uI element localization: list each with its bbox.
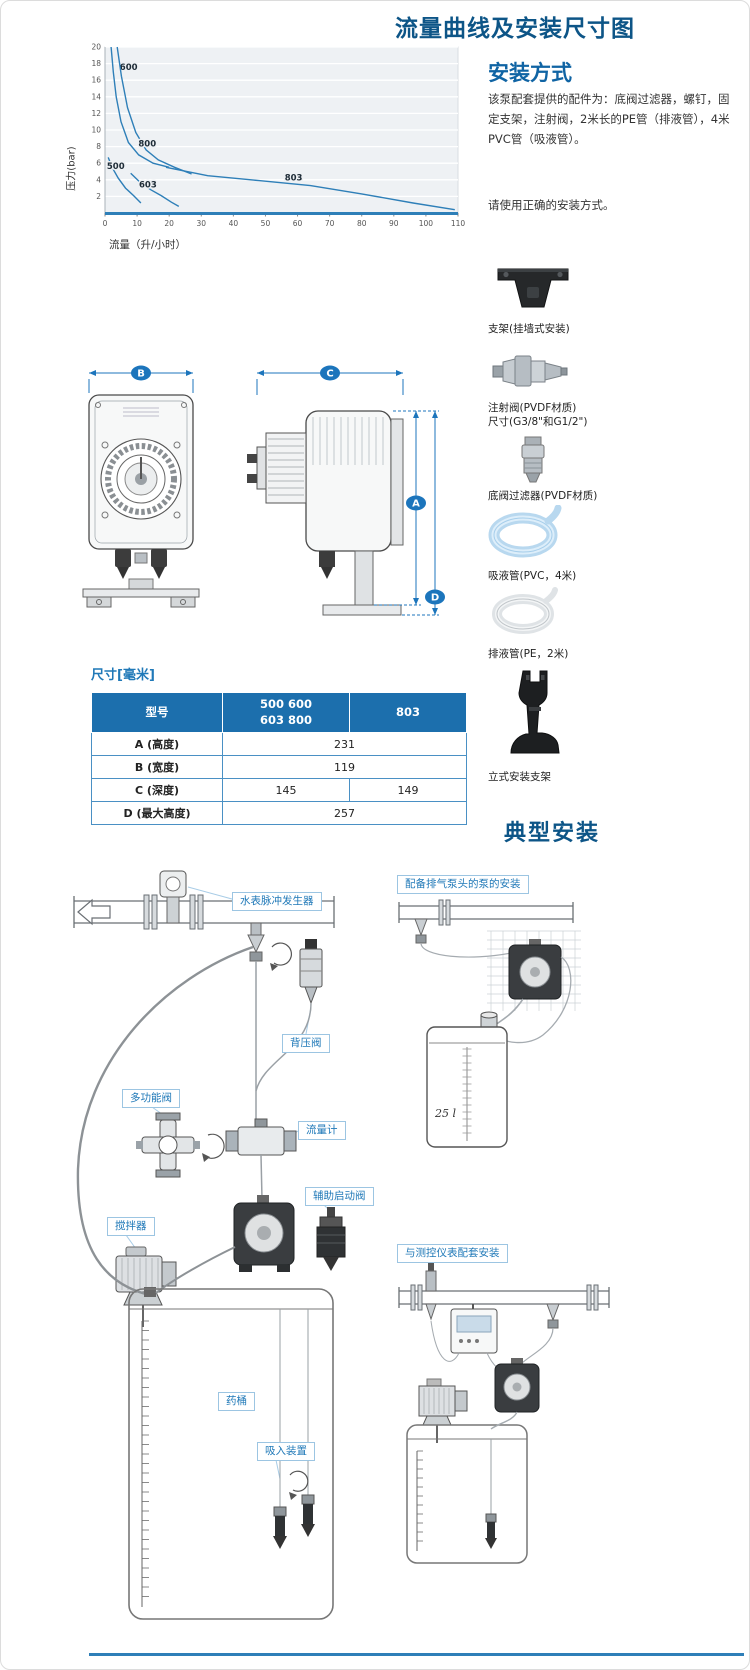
label-multi-function-valve: 多功能阀 bbox=[122, 1089, 180, 1108]
label-chemical-tank: 药桶 bbox=[218, 1392, 255, 1411]
table-row-d: D (最大高度) 257 bbox=[91, 801, 467, 826]
svg-text:803: 803 bbox=[285, 174, 303, 184]
col-header-model: 型号 bbox=[91, 691, 223, 734]
install-note-text: 请使用正确的安装方式。 bbox=[488, 198, 615, 212]
row-label-c: C (深度) bbox=[91, 778, 223, 803]
row-value-b: 119 bbox=[222, 755, 467, 780]
dim-label-b: B bbox=[137, 369, 145, 380]
svg-text:30: 30 bbox=[196, 219, 206, 228]
svg-text:6: 6 bbox=[96, 159, 101, 168]
row-value-c1: 145 bbox=[222, 778, 350, 803]
injection-valve-caption-2: 尺寸(G3/8"和G1/2") bbox=[488, 416, 588, 428]
wall-bracket-image bbox=[497, 268, 569, 308]
typical-installation-diagram bbox=[73, 870, 346, 1620]
svg-text:40: 40 bbox=[229, 219, 239, 228]
row-label-a: A (高度) bbox=[91, 732, 223, 757]
svg-text:14: 14 bbox=[91, 92, 101, 101]
table-row-a: A (高度) 231 bbox=[91, 732, 467, 757]
svg-text:16: 16 bbox=[91, 76, 101, 85]
wall-bracket-caption: 支架(挂墙式安装) bbox=[488, 323, 570, 335]
page-title: 流量曲线及安装尺寸图 bbox=[395, 16, 635, 42]
row-value-d: 257 bbox=[222, 801, 467, 826]
svg-text:8: 8 bbox=[96, 142, 101, 151]
col-header-group1: 500 600 603 800 bbox=[222, 691, 350, 734]
svg-text:90: 90 bbox=[389, 219, 399, 228]
svg-text:100: 100 bbox=[419, 219, 434, 228]
row-label-b: B (宽度) bbox=[91, 755, 223, 780]
right-installation-diagrams: 25 l bbox=[398, 899, 610, 1564]
footer-rule bbox=[89, 1653, 744, 1656]
tank-volume-label: 25 l bbox=[434, 1107, 456, 1120]
svg-text:70: 70 bbox=[325, 219, 335, 228]
col-header-group2: 803 bbox=[349, 691, 467, 734]
svg-text:10: 10 bbox=[91, 126, 101, 135]
dimensions-table: 型号 500 600 603 800 803 A (高度) 231 B (宽度)… bbox=[91, 691, 467, 826]
table-row-b: B (宽度) 119 bbox=[91, 755, 467, 780]
svg-text:60: 60 bbox=[293, 219, 303, 228]
svg-text:80: 80 bbox=[357, 219, 367, 228]
injection-valve-image bbox=[492, 355, 568, 387]
label-back-pressure-valve: 背压阀 bbox=[282, 1034, 330, 1053]
install-intro-text: 该泵配套提供的配件为：底阀过滤器，螺钉，固定支架，注射阀，2米长的PE管（排液管… bbox=[488, 92, 730, 147]
svg-text:4: 4 bbox=[96, 175, 101, 184]
svg-text:20: 20 bbox=[164, 219, 174, 228]
label-suction-device: 吸入装置 bbox=[257, 1442, 315, 1461]
foot-valve-filter-caption: 底阀过滤器(PVDF材质) bbox=[488, 490, 598, 502]
label-mixer: 搅拌器 bbox=[107, 1217, 155, 1236]
discharge-tube-caption: 排液管(PE，2米) bbox=[488, 648, 569, 660]
section-title-install: 安装方式 bbox=[488, 61, 572, 85]
suction-tube-image bbox=[488, 505, 562, 558]
svg-text:0: 0 bbox=[103, 219, 108, 228]
svg-text:20: 20 bbox=[91, 43, 101, 52]
svg-text:603: 603 bbox=[139, 180, 157, 190]
svg-text:600: 600 bbox=[120, 63, 138, 73]
svg-text:10: 10 bbox=[132, 219, 142, 228]
chart-plot-area: 2 4 6 8 10 12 14 16 18 20 0 10 20 30 40 50 60 70 80 90 100 11… bbox=[91, 43, 466, 229]
svg-text:18: 18 bbox=[91, 59, 101, 68]
label-instrument-install: 与测控仪表配套安装 bbox=[397, 1244, 508, 1263]
dim-label-d: D bbox=[431, 593, 439, 604]
section-title-typical-install: 典型安装 bbox=[504, 821, 601, 846]
pump-dimension-drawings: B C bbox=[82, 365, 445, 616]
svg-text:50: 50 bbox=[261, 219, 271, 228]
dimensions-heading: 尺寸[毫米] bbox=[91, 668, 155, 683]
svg-text:2: 2 bbox=[96, 192, 101, 201]
table-row-c: C (深度) 145 149 bbox=[91, 778, 467, 803]
floor-stand-caption: 立式安装支架 bbox=[488, 771, 551, 783]
svg-text:110: 110 bbox=[451, 219, 466, 228]
discharge-tube-image bbox=[492, 587, 558, 634]
svg-text:500: 500 bbox=[107, 162, 125, 172]
row-value-a: 231 bbox=[222, 732, 467, 757]
label-flow-meter: 流量计 bbox=[298, 1121, 346, 1140]
foot-valve-filter-image bbox=[521, 436, 545, 483]
label-aux-start-valve: 辅助启动阀 bbox=[305, 1187, 374, 1206]
injection-valve-caption: 注射阀(PVDF材质) bbox=[488, 402, 577, 414]
dim-label-c: C bbox=[326, 369, 333, 380]
chart-x-axis-label: 流量（升/小时） bbox=[109, 239, 187, 251]
label-bleed-head-pump-install: 配备排气泵头的泵的安装 bbox=[397, 875, 529, 894]
row-value-c2: 149 bbox=[349, 778, 467, 803]
svg-text:12: 12 bbox=[91, 109, 101, 118]
svg-text:800: 800 bbox=[138, 140, 156, 150]
suction-tube-caption: 吸液管(PVC，4米) bbox=[488, 570, 577, 582]
floor-stand-image bbox=[510, 670, 560, 754]
row-label-d: D (最大高度) bbox=[91, 801, 223, 826]
dim-label-a: A bbox=[412, 499, 420, 510]
label-water-meter-pulse-generator: 水表脉冲发生器 bbox=[232, 892, 322, 911]
